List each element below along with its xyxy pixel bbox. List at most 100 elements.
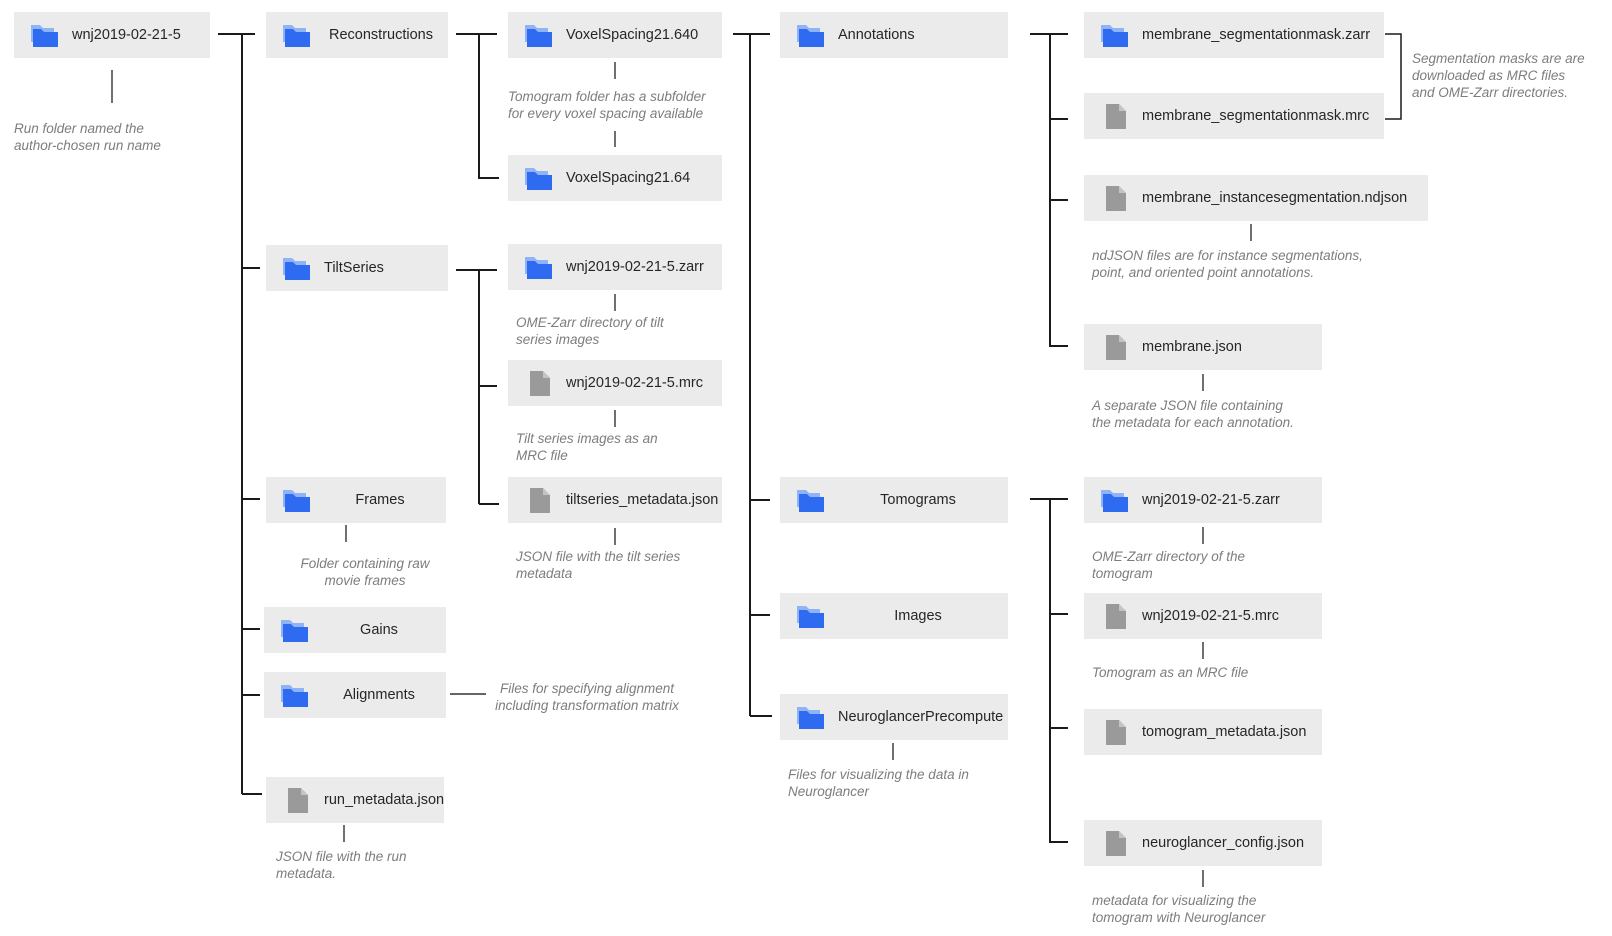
- folder-icon: [281, 685, 308, 707]
- folder-icon: [797, 606, 824, 628]
- tomogram-zarr-folder-node[interactable]: wnj2019-02-21-5.zarr: [1084, 477, 1322, 523]
- folder-icon: [525, 257, 552, 279]
- note-line: author-chosen run name: [14, 138, 161, 153]
- folder-icon: [283, 258, 310, 280]
- note-line: Folder containing raw: [300, 556, 430, 571]
- run-metadata-file-node[interactable]: run_metadata.json: [266, 777, 444, 823]
- node-label: TiltSeries: [324, 260, 384, 276]
- node-label: Images: [894, 608, 942, 624]
- neuroglancer-config-file-node[interactable]: neuroglancer_config.json: [1084, 820, 1322, 866]
- node-label: Reconstructions: [329, 27, 433, 43]
- folder-icon: [31, 25, 58, 47]
- note-line: tomogram: [1092, 566, 1153, 581]
- membrane-json-file-node[interactable]: membrane.json: [1084, 324, 1322, 370]
- voxel-spacing-folder-node-2[interactable]: VoxelSpacing21.64: [508, 155, 722, 201]
- node-label: VoxelSpacing21.64: [566, 170, 691, 186]
- note-line: metadata.: [276, 866, 337, 881]
- alignments-folder-node[interactable]: Alignments: [264, 672, 446, 718]
- node-label: Annotations: [838, 27, 915, 43]
- node-label: neuroglancer_config.json: [1142, 835, 1305, 851]
- note-segmentation-masks: Segmentation masks are are downloaded as…: [1412, 50, 1585, 101]
- node-label: wnj2019-02-21-5: [72, 27, 181, 43]
- images-folder-node[interactable]: Images: [780, 593, 1008, 639]
- note-neuroglancer-config: metadata for visualizing the tomogram wi…: [1092, 892, 1265, 926]
- connector-tiltseries-children: [456, 269, 499, 505]
- node-label: membrane_segmentationmask.zarr: [1142, 27, 1371, 43]
- node-label: VoxelSpacing21.640: [566, 27, 699, 43]
- folder-icon: [525, 168, 552, 190]
- tomogram-metadata-file-node[interactable]: tomogram_metadata.json: [1084, 709, 1322, 755]
- voxel-spacing-folder-node-1[interactable]: VoxelSpacing21.640: [508, 12, 722, 58]
- node-label: tiltseries_metadata.json: [566, 492, 719, 508]
- node-label: run_metadata.json: [324, 792, 445, 808]
- node-label: tomogram_metadata.json: [1142, 724, 1307, 740]
- file-icon: [530, 371, 550, 396]
- file-icon: [1106, 186, 1126, 211]
- tomogram-mrc-file-node[interactable]: wnj2019-02-21-5.mrc: [1084, 593, 1322, 639]
- run-folder-node[interactable]: wnj2019-02-21-5: [14, 12, 210, 58]
- tiltseries-mrc-file-node[interactable]: wnj2019-02-21-5.mrc: [508, 360, 722, 406]
- instance-segmentation-ndjson-file-node[interactable]: membrane_instancesegmentation.ndjson: [1084, 175, 1428, 221]
- folder-icon: [525, 25, 552, 47]
- folder-icon: [797, 707, 824, 729]
- folder-icon: [797, 490, 824, 512]
- gains-folder-node[interactable]: Gains: [264, 607, 446, 653]
- note-tomogram-zarr: OME-Zarr directory of the tomogram: [1092, 548, 1245, 582]
- note-line: Tilt series images as an: [516, 431, 658, 446]
- note-line: JSON file with the run: [276, 849, 407, 864]
- file-icon: [1106, 104, 1126, 129]
- file-icon: [1106, 604, 1126, 629]
- note-line: the metadata for each annotation.: [1092, 415, 1294, 430]
- node-label: wnj2019-02-21-5.zarr: [566, 259, 704, 275]
- note-line: Tomogram folder has a subfolder: [508, 89, 706, 104]
- folder-icon: [1101, 490, 1128, 512]
- note-tomogram-mrc: Tomogram as an MRC file: [1092, 664, 1248, 681]
- note-line: including transformation matrix: [495, 698, 679, 713]
- reconstructions-folder-node[interactable]: Reconstructions: [266, 12, 448, 58]
- annotations-folder-node[interactable]: Annotations: [780, 12, 1008, 58]
- file-icon: [530, 488, 550, 513]
- tiltseries-metadata-file-node[interactable]: tiltseries_metadata.json: [508, 477, 722, 523]
- segmentation-mask-zarr-folder-node[interactable]: membrane_segmentationmask.zarr: [1084, 12, 1384, 58]
- note-line: Files for specifying alignment: [499, 681, 675, 696]
- file-icon: [288, 788, 308, 813]
- note-line: MRC file: [516, 448, 568, 463]
- node-label: Tomograms: [880, 492, 956, 508]
- note-line: for every voxel spacing available: [508, 106, 704, 121]
- note-tiltseries-metadata: JSON file with the tilt series metadata: [516, 548, 680, 582]
- note-tiltseries-mrc: Tilt series images as an MRC file: [516, 430, 658, 464]
- note-run-metadata: JSON file with the run metadata.: [276, 848, 407, 882]
- connector-reconstructions-children: [456, 33, 499, 179]
- tomograms-folder-node[interactable]: Tomograms: [780, 477, 1008, 523]
- note-line: OME-Zarr directory of the: [1092, 549, 1246, 564]
- note-line: point, and oriented point annotations.: [1092, 265, 1315, 280]
- note-line: Neuroglancer: [788, 784, 870, 799]
- tiltseries-folder-node[interactable]: TiltSeries: [266, 245, 448, 291]
- note-line: downloaded as MRC files: [1412, 68, 1566, 83]
- segmentation-mask-mrc-file-node[interactable]: membrane_segmentationmask.mrc: [1084, 93, 1384, 139]
- note-voxel-spacing: Tomogram folder has a subfolder for ever…: [508, 88, 706, 122]
- note-line: metadata: [516, 566, 573, 581]
- frames-folder-node[interactable]: Frames: [266, 477, 446, 523]
- tiltseries-zarr-folder-node[interactable]: wnj2019-02-21-5.zarr: [508, 244, 722, 290]
- note-ndjson: ndJSON files are for instance segmentati…: [1092, 247, 1363, 281]
- node-label: Frames: [355, 492, 405, 508]
- folder-icon: [797, 25, 824, 47]
- connector-segmentation-bracket: [1385, 33, 1402, 120]
- note-line: A separate JSON file containing: [1092, 398, 1283, 413]
- node-label: wnj2019-02-21-5.mrc: [1142, 608, 1280, 624]
- node-label: wnj2019-02-21-5.mrc: [566, 375, 704, 391]
- note-line: tomogram with Neuroglancer: [1092, 910, 1266, 925]
- neuroglancer-precompute-folder-node[interactable]: NeuroglancerPrecompute: [780, 694, 1008, 740]
- note-tiltseries-zarr: OME-Zarr directory of tilt series images: [516, 314, 664, 348]
- connector-run-children: [218, 33, 262, 795]
- note-line: OME-Zarr directory of tilt: [516, 315, 664, 330]
- folder-icon: [283, 25, 310, 47]
- note-line: Tomogram as an MRC file: [1092, 665, 1249, 680]
- node-label: membrane_instancesegmentation.ndjson: [1142, 190, 1408, 206]
- connector-voxelspacing-children: [733, 33, 772, 717]
- folder-icon: [281, 620, 308, 642]
- node-label: membrane_segmentationmask.mrc: [1142, 108, 1370, 124]
- note-line: Segmentation masks are are: [1412, 51, 1585, 66]
